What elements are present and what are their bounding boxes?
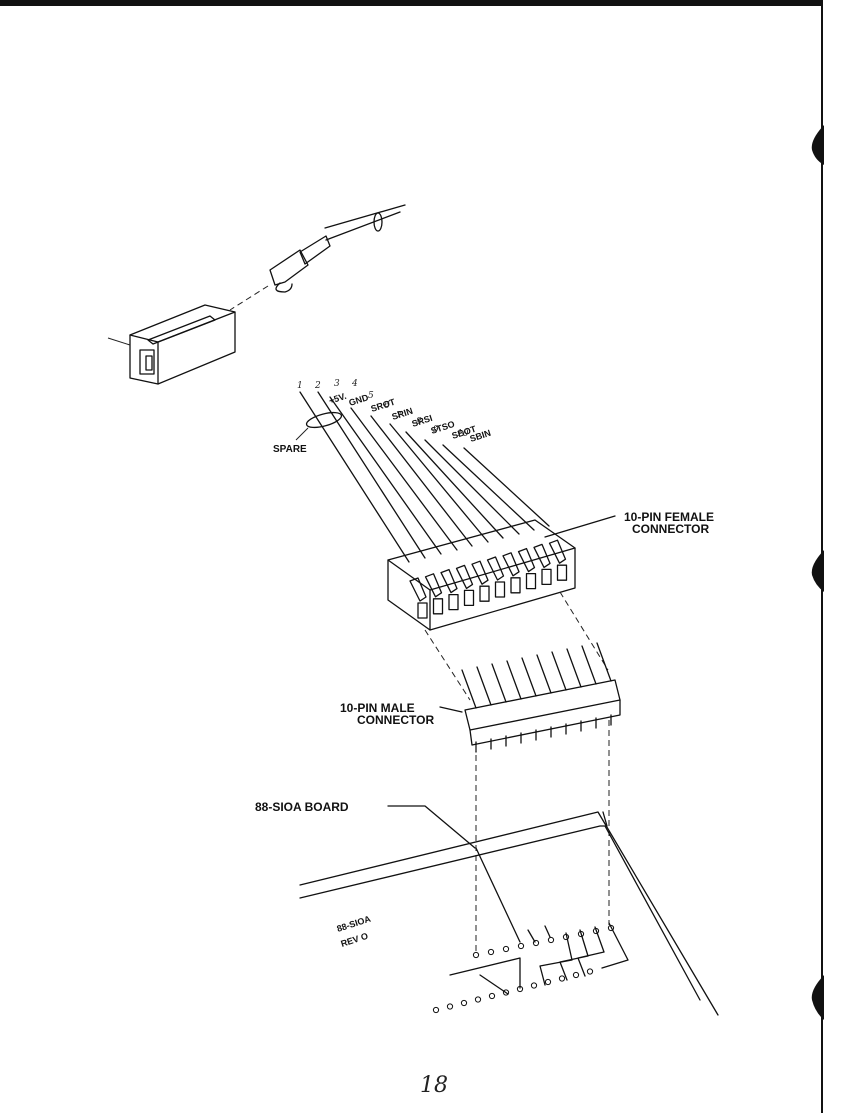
board-pad (474, 996, 482, 1003)
wire-number: 2 (314, 381, 321, 391)
female-contact (440, 568, 458, 594)
wire-5 (370, 415, 473, 547)
female-contact (548, 539, 567, 564)
male-connector-leader (439, 706, 463, 713)
binding-hole-mark (811, 550, 824, 592)
female-connector-label-line2: CONNECTOR (632, 522, 709, 536)
male-pin (566, 648, 582, 688)
male-pin (491, 663, 507, 703)
female-slot (510, 577, 521, 594)
female-connector-label-line1: 10-PIN FEMALE (624, 510, 714, 524)
wire-number: 4 (351, 379, 358, 389)
silkscreen-label-line2: REV O (340, 931, 370, 949)
wire-number: 7 (396, 411, 402, 421)
female-slot (463, 589, 475, 607)
board-leader (387, 805, 476, 849)
female-slot (479, 585, 490, 602)
female-slot (417, 602, 428, 619)
board-pad (547, 936, 555, 944)
female-contact (455, 564, 474, 590)
board-pad (472, 951, 480, 959)
wire-1 (299, 391, 410, 563)
female-connector-leader (544, 515, 616, 538)
wire-7 (405, 431, 504, 539)
board-pad (446, 1003, 454, 1010)
board-pad (558, 975, 566, 982)
ribbon-wires (299, 391, 550, 563)
female-slot (432, 598, 444, 615)
board-pad (460, 999, 468, 1007)
female-slot (556, 564, 568, 581)
spare-label: SPARE (273, 444, 307, 455)
female-slot (448, 593, 459, 611)
female-contact (517, 547, 536, 573)
board-pad (586, 968, 594, 975)
board-pad (488, 992, 496, 1000)
male-connector-label-line1: 10-PIN MALE (340, 701, 415, 715)
wire-number: 10 (457, 429, 469, 439)
board-label: 88-SIOA BOARD (255, 800, 349, 814)
alignment-line (559, 591, 609, 671)
wire-2 (317, 391, 426, 559)
board-pad (572, 971, 580, 979)
wire-signal-label: GND (348, 392, 371, 408)
male-connector-label-line2: CONNECTOR (357, 713, 434, 727)
wire-4 (350, 407, 458, 551)
wire-number: 6 (384, 401, 390, 411)
female-contact (533, 543, 551, 569)
crimp-terminal-illustration (107, 204, 406, 385)
board-pad (517, 942, 525, 950)
female-connector (387, 519, 576, 631)
female-slot (541, 568, 552, 586)
male-pin (461, 669, 477, 709)
board-pad (502, 945, 510, 953)
board-pad (544, 978, 552, 986)
wire-3 (329, 396, 442, 555)
wire-10 (463, 447, 550, 527)
alignment-line (424, 629, 471, 701)
binding-hole-mark (811, 125, 824, 165)
wire-number: 9 (433, 425, 439, 435)
page-number: 18 (420, 1073, 448, 1098)
female-contact (471, 560, 489, 585)
spare-wires-loop (305, 411, 343, 429)
wire-6 (389, 423, 489, 543)
wire-number: 1 (297, 381, 303, 391)
male-pin (581, 645, 597, 685)
female-contact (502, 552, 520, 577)
binding-hole-mark (811, 975, 824, 1020)
wire-number: 5 (368, 391, 374, 401)
silkscreen-label-line1: 88-SIOA (336, 913, 373, 933)
board-traces (449, 847, 629, 995)
male-pin (506, 660, 522, 700)
wire-signal-label: +5V. (328, 391, 348, 406)
wire-number: 8 (416, 417, 422, 427)
male-pin (536, 654, 552, 694)
male-connector (461, 642, 621, 753)
female-slot (525, 572, 537, 590)
female-contact (424, 573, 443, 598)
male-pin (476, 666, 492, 706)
wire-8 (424, 439, 520, 535)
board-pad (530, 982, 538, 989)
board-pad (432, 1006, 440, 1014)
wire-9 (442, 444, 535, 531)
board-pad (487, 948, 495, 956)
male-pin (551, 651, 567, 691)
board-pads (432, 847, 629, 1014)
male-pin (596, 642, 612, 682)
female-contact (409, 577, 427, 602)
top-border-bar (0, 0, 822, 6)
spare-leader (295, 427, 309, 441)
wire-number: 3 (334, 379, 340, 389)
sioa-board (299, 811, 719, 1016)
female-contact (486, 556, 505, 581)
female-slot (494, 581, 506, 598)
male-pin (521, 657, 537, 697)
